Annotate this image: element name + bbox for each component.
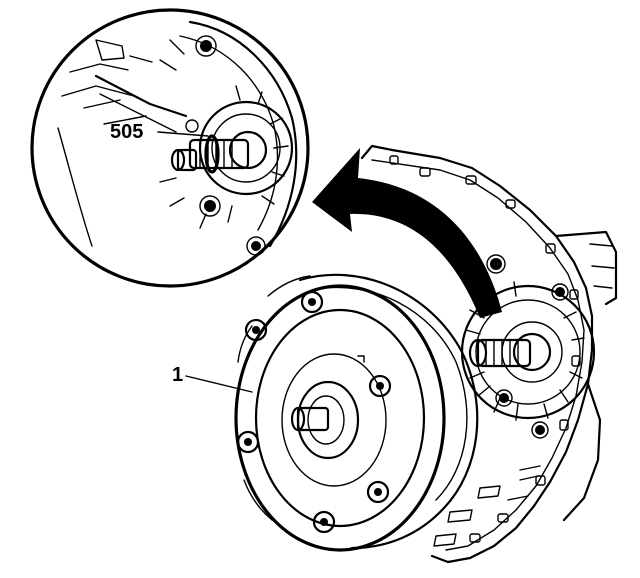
- callout-505: 505: [110, 121, 209, 143]
- torque-converter: [234, 273, 479, 552]
- detail-magnifier-inset: [30, 8, 310, 288]
- callout-label-505: 505: [110, 121, 143, 143]
- installation-direction-arrow: [312, 148, 502, 318]
- flange-bolt-holes: [389, 155, 581, 543]
- callout-1: 1: [172, 364, 253, 393]
- callout-label-1: 1: [172, 364, 183, 386]
- converter-lug-nuts: [236, 290, 392, 534]
